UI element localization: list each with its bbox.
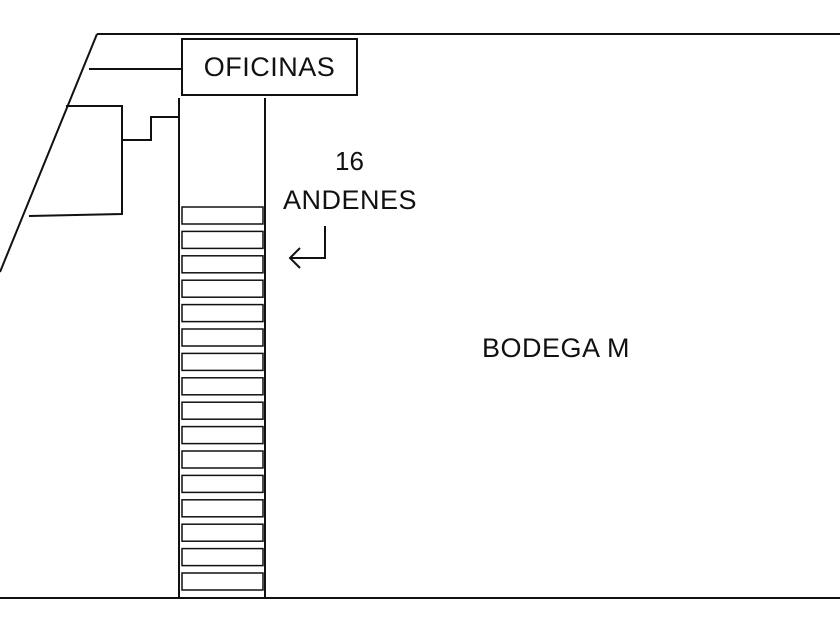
dock-bay: [181, 377, 264, 396]
dock-bay: [181, 303, 264, 323]
office-box: OFICINAS: [181, 38, 358, 96]
dock-bay: [181, 474, 264, 494]
dock-bay: [181, 401, 264, 420]
dock-bay: [181, 352, 264, 372]
dock-bay: [181, 230, 264, 250]
docks-count-label: 16: [335, 146, 364, 176]
dock-bay: [181, 572, 264, 591]
dock-bay: [181, 255, 264, 274]
dock-bay: [181, 499, 264, 518]
dock-bay: [181, 425, 264, 445]
diagonal-boundary-line: [0, 33, 98, 273]
office-label: OFICINAS: [203, 51, 336, 82]
left-building-step: [122, 116, 180, 141]
docks-label: ANDENES: [283, 185, 418, 215]
dock-bay: [181, 450, 264, 469]
dock-bay: [181, 279, 264, 298]
warehouse-label: BODEGA M: [482, 333, 631, 363]
dock-bay: [181, 206, 264, 225]
return-arrow-icon: [288, 226, 326, 269]
dock-bays: [181, 206, 264, 591]
dock-bay: [181, 328, 264, 347]
left-building-outline: [28, 105, 123, 217]
dock-bay: [181, 523, 264, 542]
dock-bay: [181, 547, 264, 567]
